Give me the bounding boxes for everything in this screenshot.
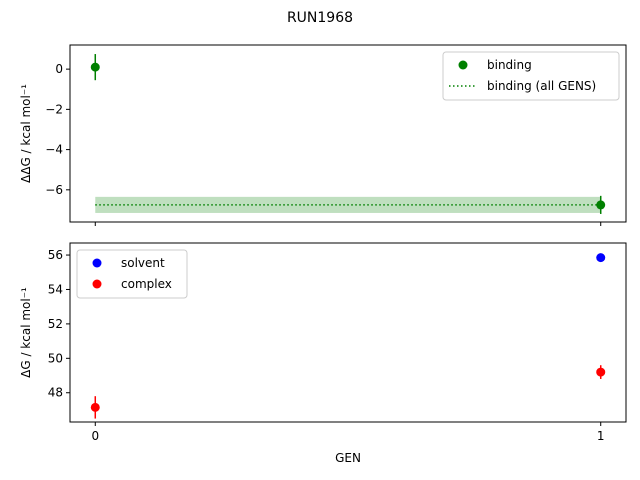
y-tick-label: −2 [45, 102, 63, 116]
x-tick-label: 0 [91, 429, 99, 443]
top-panel-binding: 0 −2 −4 −6 ΔΔG / kcal mol⁻¹ binding binding (a… [19, 44, 627, 226]
binding-point [90, 62, 100, 72]
legend: solvent complex [76, 249, 188, 299]
solvent-point [596, 253, 606, 263]
binding-point [596, 200, 606, 210]
y-tick-label: 52 [48, 317, 63, 331]
y-tick-label: 50 [48, 351, 63, 365]
legend: binding binding (all GENS) [442, 51, 620, 101]
y-axis-label: ΔΔG / kcal mol⁻¹ [19, 84, 33, 183]
legend-marker-complex [92, 279, 102, 289]
x-axis-label: GEN [335, 451, 361, 465]
legend-marker-binding [458, 60, 468, 70]
y-tick-label: −4 [45, 143, 63, 157]
legend-label: binding (all GENS) [487, 79, 596, 93]
complex-point [596, 367, 606, 377]
bottom-panel-components: 48 50 52 54 56 0 1 ΔG / kcal mol⁻¹ solvent comple… [19, 242, 627, 443]
legend-box [76, 249, 188, 299]
legend-marker-solvent [92, 258, 102, 268]
legend-label: complex [121, 277, 172, 291]
figure-title: RUN1968 [287, 10, 353, 26]
axes-frame [69, 242, 627, 423]
y-tick-label: −6 [45, 183, 63, 197]
legend-box [442, 51, 620, 101]
y-axis-label: ΔG / kcal mol⁻¹ [19, 287, 33, 378]
y-tick-label: 48 [48, 386, 63, 400]
y-tick-label: 0 [55, 62, 63, 76]
x-tick-label: 1 [597, 429, 605, 443]
axes-frame [69, 44, 627, 223]
y-tick-label: 56 [48, 248, 63, 262]
y-tick-label: 54 [48, 282, 63, 296]
complex-point [90, 402, 100, 412]
legend-label: solvent [121, 256, 165, 270]
legend-label: binding [487, 58, 532, 72]
